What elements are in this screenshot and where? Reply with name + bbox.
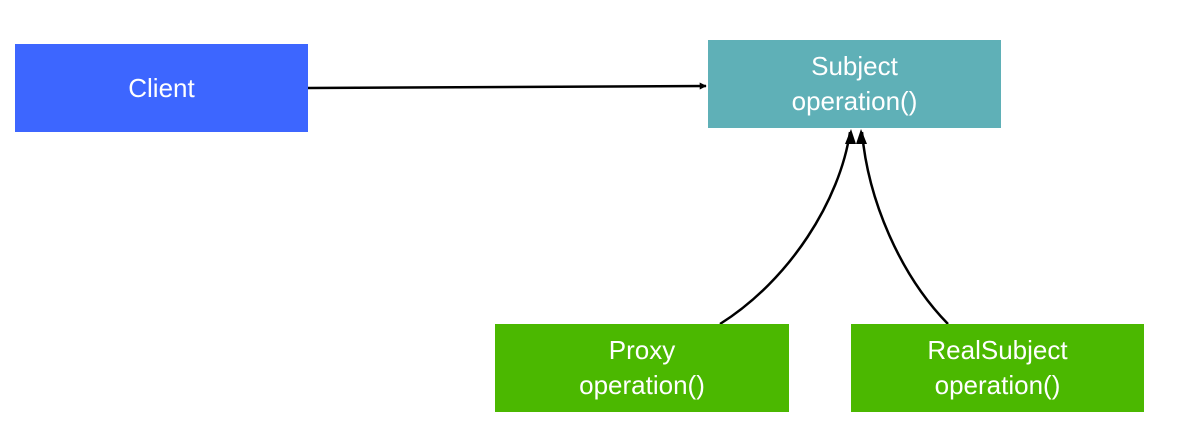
realsubject-operation-label: operation() [934,370,1061,400]
client-to-subject-arrow [307,82,707,90]
proxy-operation-label: operation() [579,370,705,400]
proxy-to-subject-arrow [719,131,852,326]
client-label: Client [128,72,195,103]
realsubject-node: RealSubject operation() [851,324,1144,412]
realsubject-arrowhead [856,129,867,144]
proxy-label: Proxy [608,335,676,365]
subject-label: Subject [811,51,898,81]
client-node: Client [15,44,308,132]
realsubject-label: RealSubject [927,335,1068,365]
proxy-node: Proxy operation() [495,324,789,412]
proxy-arrowhead [845,129,856,144]
subject-operation-label: operation() [791,86,918,116]
subject-node: Subject operation() [708,40,1001,128]
realsubject-to-subject-arrow [860,131,949,325]
